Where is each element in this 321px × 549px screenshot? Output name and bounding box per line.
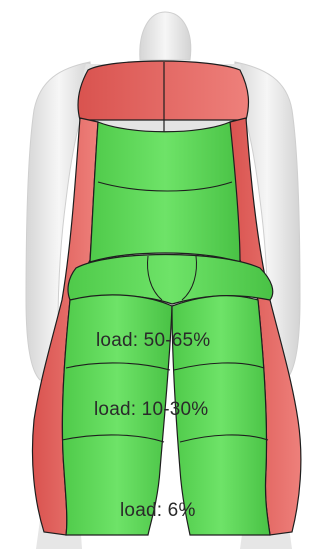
- mid-thigh-load-label: load: 10-30%: [94, 400, 208, 419]
- lower-thigh-load-label: load: 6%: [120, 501, 196, 520]
- torso-panel: [90, 122, 240, 262]
- upper-thigh-load-label: load: 50-65%: [96, 331, 210, 350]
- upper-back-panel: [78, 61, 248, 120]
